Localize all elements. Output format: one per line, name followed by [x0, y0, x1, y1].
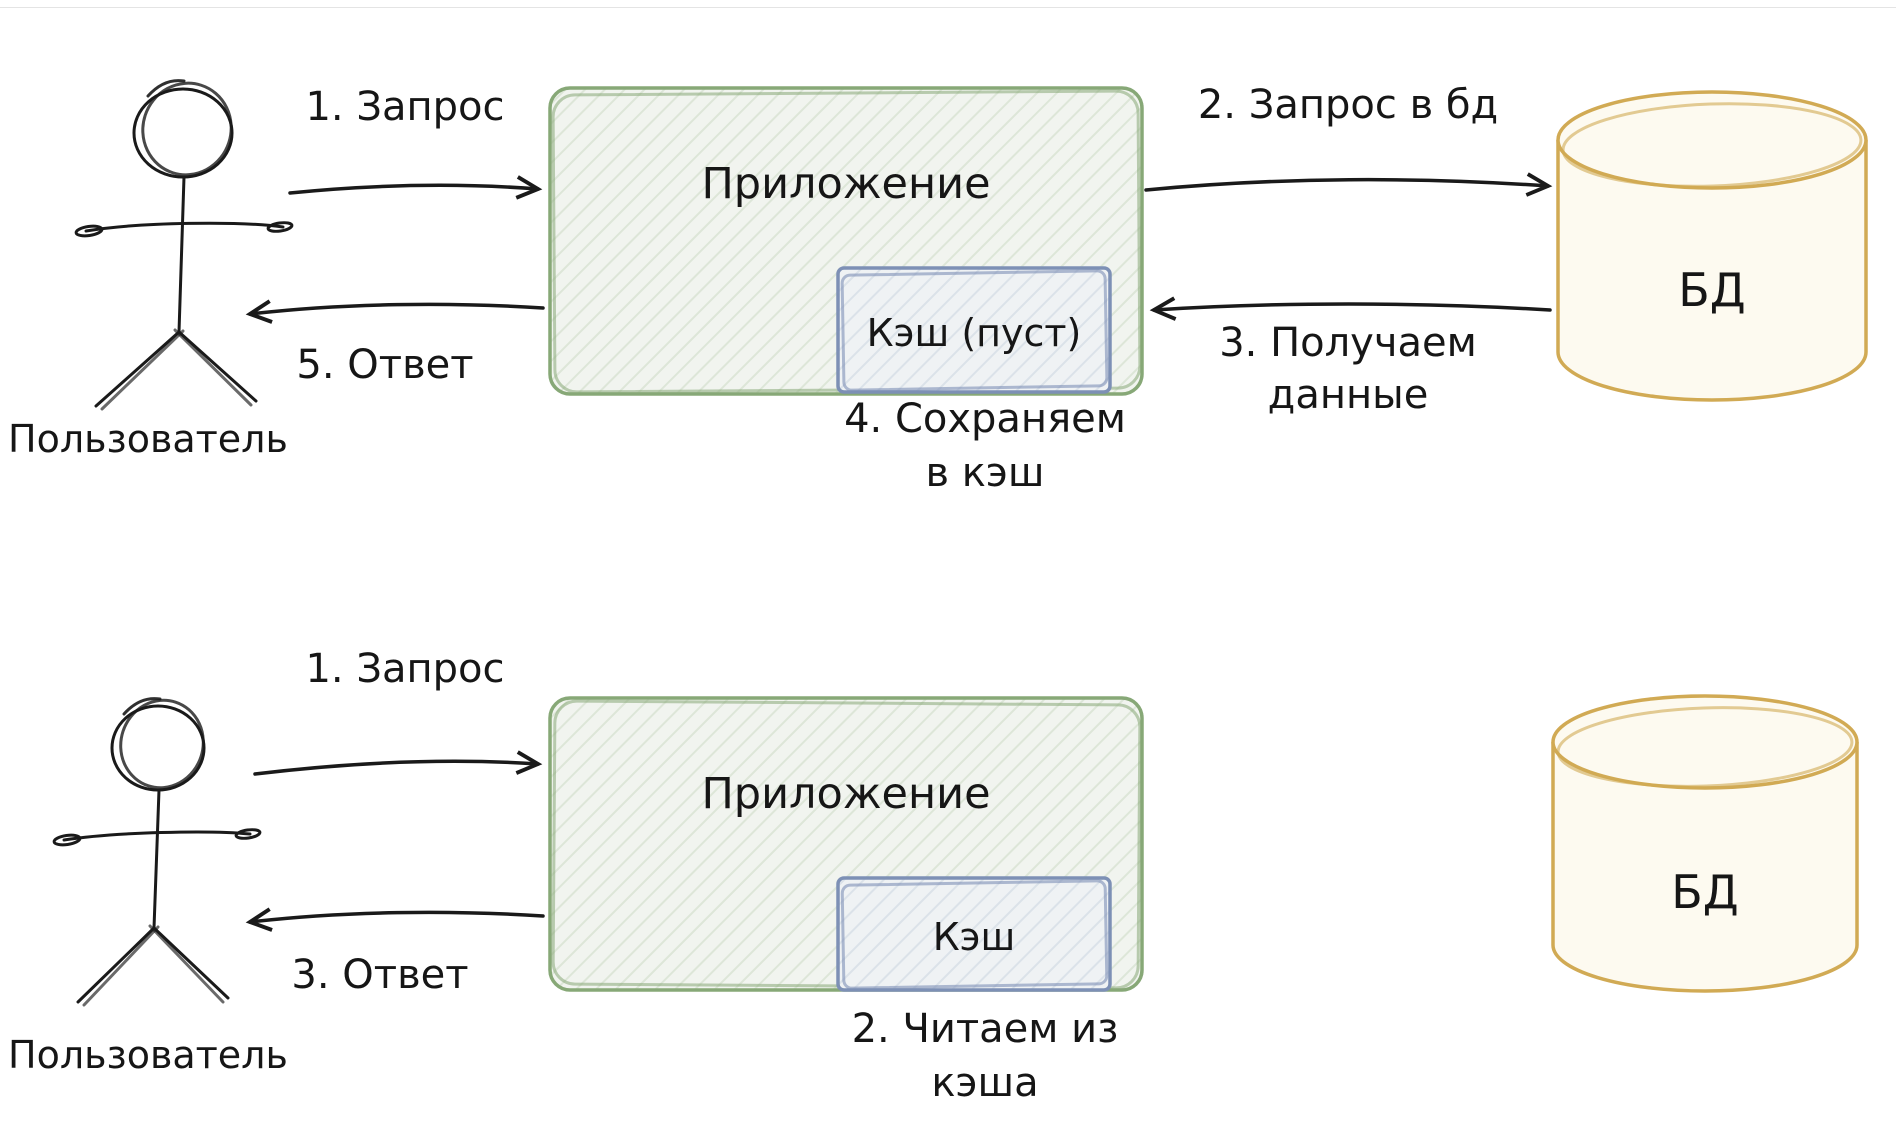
user-hair-scribble-bottom — [122, 697, 162, 716]
cache-label-top: Кэш (пуст) — [867, 311, 1082, 355]
cache-box-bottom: Кэш — [836, 876, 1112, 992]
db-top-ellipse-bottom — [1551, 694, 1859, 790]
arrow-answer-top — [245, 299, 545, 324]
step1-label-bottom: 1. Запрос — [305, 646, 504, 692]
user-head-scribble-bottom — [119, 698, 205, 790]
db-cylinder-bottom: БД — [1551, 694, 1859, 993]
user-label-bottom: Пользователь — [8, 1033, 288, 1077]
user-body-bottom — [152, 788, 161, 930]
user-leg-left-bottom — [76, 926, 156, 1004]
application-label-bottom: Приложение — [701, 769, 990, 819]
user-head-top — [132, 87, 234, 179]
db-top-ellipse-sketch-top — [1561, 102, 1863, 188]
cache-label-bottom: Кэш — [933, 915, 1016, 959]
application-label-top: Приложение — [701, 159, 990, 209]
user-figure-bottom — [52, 697, 262, 1007]
step3-label-bottom: 3. Ответ — [291, 952, 468, 998]
db-top-ellipse-top — [1556, 90, 1868, 190]
user-arms-top — [84, 221, 285, 233]
user-hand-left-bottom — [52, 833, 82, 847]
step2-label-line2-bottom: кэша — [931, 1060, 1038, 1106]
step3-label-line1-top: 3. Получаем — [1219, 320, 1477, 366]
step1-label-top: 1. Запрос — [305, 84, 504, 130]
step2-label-line1-bottom: 2. Читаем из — [852, 1006, 1119, 1052]
cache-rect-bottom — [836, 876, 1112, 992]
db-top-ellipse-sketch-bottom — [1556, 706, 1854, 788]
arrow-request-top — [288, 175, 543, 200]
arrow-db-response-top — [1149, 296, 1552, 321]
user-leg-left-scribble-bottom — [82, 925, 160, 1007]
bottom-flow: Пользователь Приложение Кэш БД — [8, 646, 1859, 1106]
user-hand-right-bottom — [234, 828, 262, 840]
user-head-scribble-top — [141, 81, 233, 177]
cache-rect-top — [836, 266, 1112, 394]
user-label-top: Пользователь — [8, 417, 288, 461]
arrow-db-request-top — [1144, 172, 1553, 197]
user-leg-right-scribble-top — [173, 328, 253, 407]
user-body-top — [177, 175, 186, 334]
db-body-bottom — [1551, 742, 1859, 993]
top-flow: Пользователь Приложение Кэш (пуст) БД — [8, 79, 1868, 496]
cache-rect-sketch-bottom — [840, 879, 1109, 990]
user-figure-top — [74, 79, 294, 411]
step3-label-line2-top: данные — [1268, 372, 1429, 418]
step4-label-line1-top: 4. Сохраняем — [844, 396, 1126, 442]
user-leg-right-bottom — [152, 926, 230, 1000]
user-leg-right-scribble-bottom — [148, 924, 225, 1004]
arrow-request-bottom — [253, 750, 543, 776]
db-cylinder-top: БД — [1556, 90, 1868, 402]
user-leg-right-top — [177, 330, 258, 403]
user-hand-left-top — [74, 224, 104, 238]
db-body-top — [1556, 140, 1868, 402]
step2-label-top: 2. Запрос в бд — [1198, 82, 1498, 128]
db-label-bottom: БД — [1671, 865, 1739, 919]
user-arms-bottom — [62, 830, 252, 842]
cache-rect-sketch-top — [840, 269, 1109, 392]
user-hair-scribble-top — [146, 79, 186, 98]
user-leg-left-top — [94, 330, 181, 408]
arrow-answer-bottom — [245, 907, 545, 932]
db-label-top: БД — [1678, 263, 1746, 317]
user-leg-left-scribble-top — [100, 329, 185, 411]
top-edge-line — [0, 7, 1896, 8]
user-head-bottom — [110, 704, 206, 792]
cache-box-top: Кэш (пуст) — [836, 266, 1112, 394]
step4-label-line2-top: в кэш — [925, 450, 1044, 496]
user-hand-right-top — [266, 221, 294, 233]
step5-label-top: 5. Ответ — [296, 342, 473, 388]
